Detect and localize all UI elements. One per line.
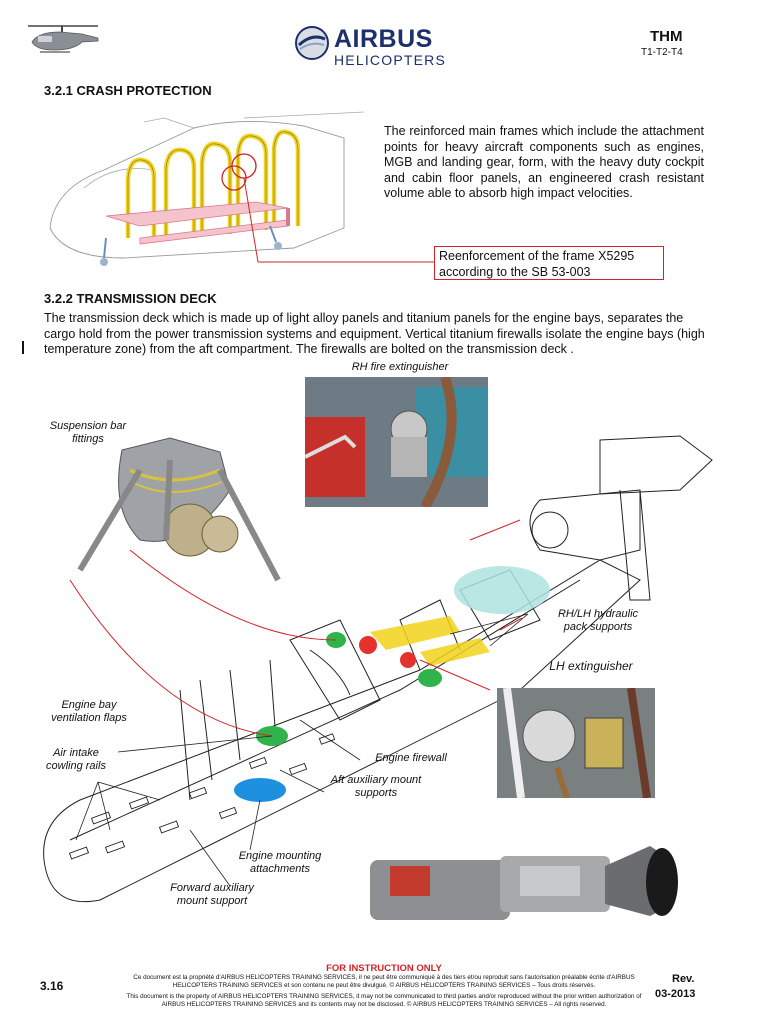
frame-callout-box: Reenforcement of the frame X5295 accordi… xyxy=(434,246,664,280)
label-fwd-aux-mount-support: Forward auxiliary mount support xyxy=(170,882,254,907)
logo-subtitle: HELICOPTERS xyxy=(334,52,446,68)
crash-frame-drawing xyxy=(44,108,380,274)
section-title-transmission: 3.2.2 TRANSMISSION DECK xyxy=(44,291,217,306)
manual-code: THM xyxy=(650,28,683,45)
page-number: 3.16 xyxy=(40,979,64,993)
label-suspension-bar-fittings: Suspension bar fittings xyxy=(49,420,127,445)
instruction-notice: FOR INSTRUCTION ONLY xyxy=(326,963,442,974)
engine-photo xyxy=(350,826,690,936)
logo-name: AIRBUS xyxy=(334,25,433,53)
lh-extinguisher-photo xyxy=(497,688,655,798)
legal-notice-fr: Ce document est la propriété d'AIRBUS HE… xyxy=(133,974,635,989)
label-rh-fire-extinguisher: RH fire extinguisher xyxy=(351,361,449,373)
label-engine-mounting-attachments: Engine mounting attachments xyxy=(238,850,322,875)
label-lh-extinguisher: LH extinguisher xyxy=(549,659,633,673)
transmission-paragraph: The transmission deck which is made up o… xyxy=(44,311,705,356)
legal-notice-en: This document is the property of AIRBUS … xyxy=(126,993,642,1008)
revision-label: Rev. xyxy=(672,973,695,985)
label-hydraulic-pack-supports: RH/LH hydraulic pack supports xyxy=(557,608,639,633)
revision-date: 03-2013 xyxy=(655,988,696,1000)
callout-leader-lines xyxy=(243,177,434,263)
mgb-suspension-illustration xyxy=(70,430,300,590)
label-aft-aux-mount-supports: Aft auxiliary mount supports xyxy=(330,774,422,799)
rh-fire-extinguisher-photo xyxy=(305,377,488,507)
label-air-intake-rails: Air intake cowling rails xyxy=(46,747,106,772)
helicopter-thumbnail xyxy=(24,20,102,60)
transmission-deck-drawing xyxy=(40,420,720,940)
margin-change-bar xyxy=(22,341,24,354)
variant-code: T1-T2-T4 xyxy=(641,47,683,58)
crash-paragraph: The reinforced main frames which include… xyxy=(384,124,704,200)
label-engine-bay-ventilation: Engine bay ventilation flaps xyxy=(51,699,127,724)
section-title-crash: 3.2.1 CRASH PROTECTION xyxy=(44,83,212,98)
airbus-logo-mark xyxy=(294,25,330,61)
label-engine-firewall: Engine firewall xyxy=(375,752,447,764)
